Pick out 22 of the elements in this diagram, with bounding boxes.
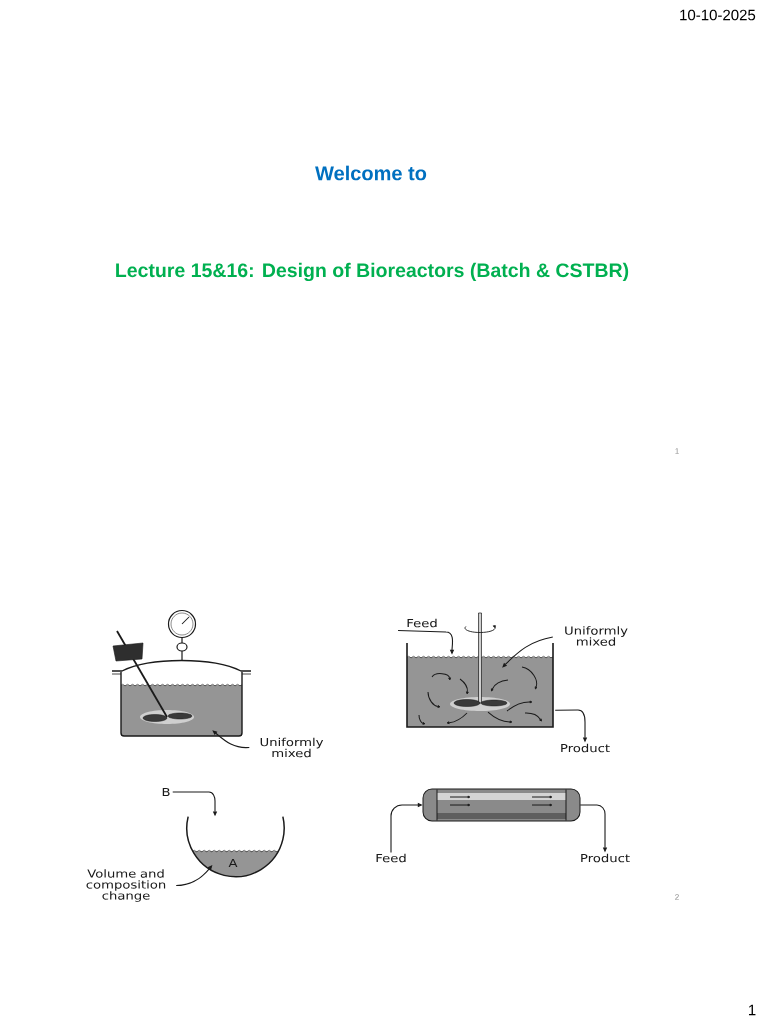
leader-line [502, 636, 554, 668]
part-label: A [228, 859, 238, 867]
stream-label: Product [561, 743, 610, 753]
date-text: 10-10-2025 [680, 9, 756, 21]
callout-text: Uniformly mixed [260, 737, 324, 758]
stream-label: B [162, 788, 170, 796]
slide-number: 1 [675, 448, 679, 454]
heading: Welcome to [315, 165, 427, 181]
callout-text: Volume and composition change [86, 869, 166, 902]
stirred-tank-drawing [111, 609, 252, 737]
leader-line [212, 730, 250, 749]
callout-text: Uniformly mixed [565, 626, 628, 646]
slide-number: 2 [675, 894, 679, 900]
tubular-reactor-drawing [422, 788, 581, 822]
stream-label: Feed [407, 618, 437, 628]
stream-label: Feed [376, 853, 406, 863]
bowl-vessel-drawing [186, 815, 285, 878]
slide-title: Lecture 15&16: Design of Bioreactors (Batch & CSTBR) [116, 262, 629, 282]
stream-label: Product [581, 853, 630, 863]
stirred-tank-drawing [406, 612, 554, 728]
leader-line [175, 865, 213, 887]
page-number: 1 [749, 1004, 756, 1016]
